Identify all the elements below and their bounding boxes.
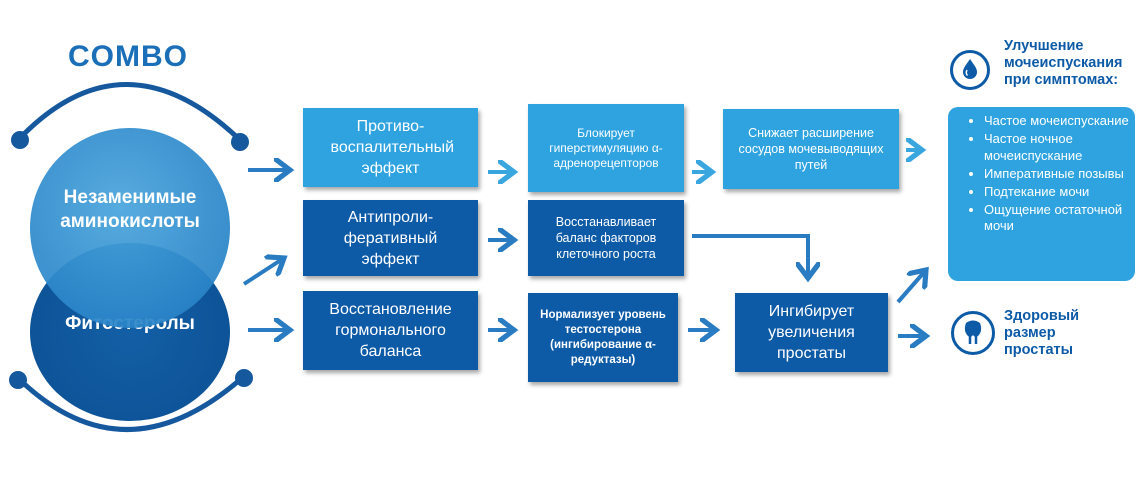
urination-title: Улучшение мочеиспускания при симптомах: [1004,38,1123,88]
symptom-item: Ощущение остаточной мочи [984,202,1135,235]
top-arc-right-dot [231,133,249,151]
symptom-item: Частое мочеиспускание [984,113,1135,130]
normalizes-label: Нормализует уровень тестостерона (ингиби… [540,308,666,366]
antiproliferative-label: Антипроли-феративный эффект [343,208,438,268]
symptoms-panel: Частое мочеиспускание Частое ночное моче… [948,107,1135,281]
bottom-arc-right-dot [235,369,253,387]
amino-acids-circle: Незаменимые аминокислоты [30,128,230,328]
anti-inflammatory-box: Противо-воспалительный эффект [303,108,478,187]
bottom-arc-left-dot [9,371,27,389]
inhibits-label: Ингибирует увеличения простаты [768,303,855,362]
hormonal-box: Восстановление гормонального баланса [303,291,478,370]
bottom-arc [18,376,244,432]
top-arc-left-dot [11,131,29,149]
combo-title: COMBO [68,40,188,73]
symptom-item: Императивные позывы [984,166,1135,183]
blocks-box: Блокирует гиперстимуляцию α-адренорецепт… [528,104,684,192]
hormonal-label: Восстановление гормонального баланса [329,301,452,360]
water-drops-icon [950,50,990,90]
top-arc [18,82,242,142]
prostate-icon [951,311,995,355]
symptom-item: Подтекание мочи [984,184,1135,201]
symptoms-list: Частое мочеиспускание Частое ночное моче… [948,113,1135,235]
symptom-item: Частое ночное мочеиспускание [984,131,1135,164]
anti-inflammatory-label: Противо-воспалительный эффект [330,118,455,177]
arrow-restores-to-inhibits [692,234,808,278]
reduces-label: Снижает расширение сосудов мочевыводящих… [738,126,884,172]
reduces-box: Снижает расширение сосудов мочевыводящих… [723,109,899,189]
blocks-label: Блокирует гиперстимуляцию α-адренорецепт… [549,125,663,170]
arrow-inhibits-to-symptoms [896,270,926,304]
restores-box: Восстанавливает баланс факторов клеточно… [528,200,684,276]
inhibits-box: Ингибирует увеличения простаты [735,293,888,372]
normalizes-box: Нормализует уровень тестостерона (ингиби… [528,293,678,382]
arrow-phyto-to-antiproliferative [242,258,284,286]
antiproliferative-box: Антипроли-феративный эффект [303,200,478,276]
prostate-title: Здоровый размер простаты [1004,308,1080,358]
amino-acids-label: Незаменимые аминокислоты [60,187,200,232]
restores-label: Восстанавливает баланс факторов клеточно… [555,215,657,261]
